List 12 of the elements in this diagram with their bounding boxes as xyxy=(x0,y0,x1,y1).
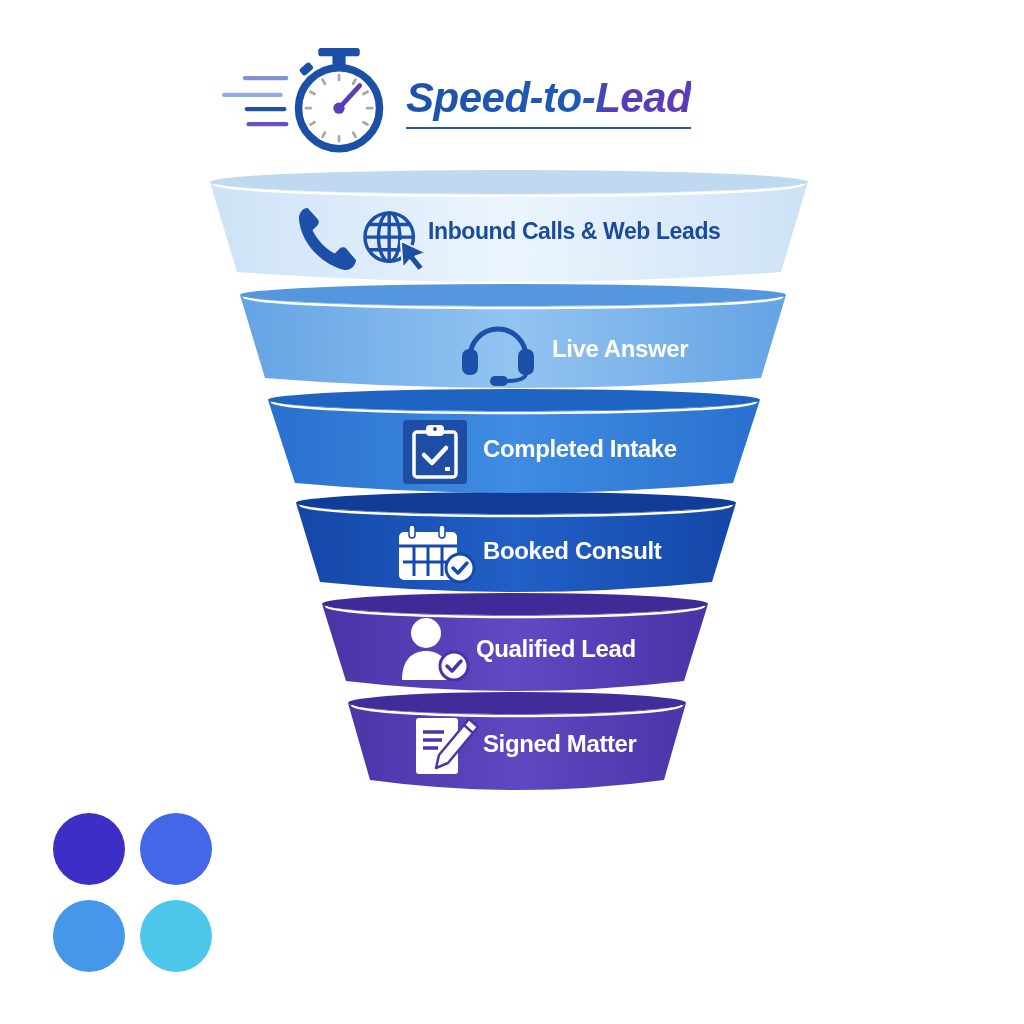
funnel-band xyxy=(322,593,708,691)
stage-label: Completed Intake xyxy=(483,434,677,464)
stage-label: Live Answer xyxy=(552,334,689,364)
funnel-band xyxy=(348,692,686,790)
funnel-band xyxy=(240,284,786,388)
stage-label: Qualified Lead xyxy=(476,634,636,664)
stage-label: Inbound Calls & Web Leads xyxy=(428,218,721,246)
funnel-band xyxy=(210,170,808,282)
stage-label: Signed Matter xyxy=(483,729,637,759)
funnel-band xyxy=(296,492,736,592)
funnel-band xyxy=(268,389,760,493)
stage-label: Booked Consult xyxy=(483,536,662,566)
